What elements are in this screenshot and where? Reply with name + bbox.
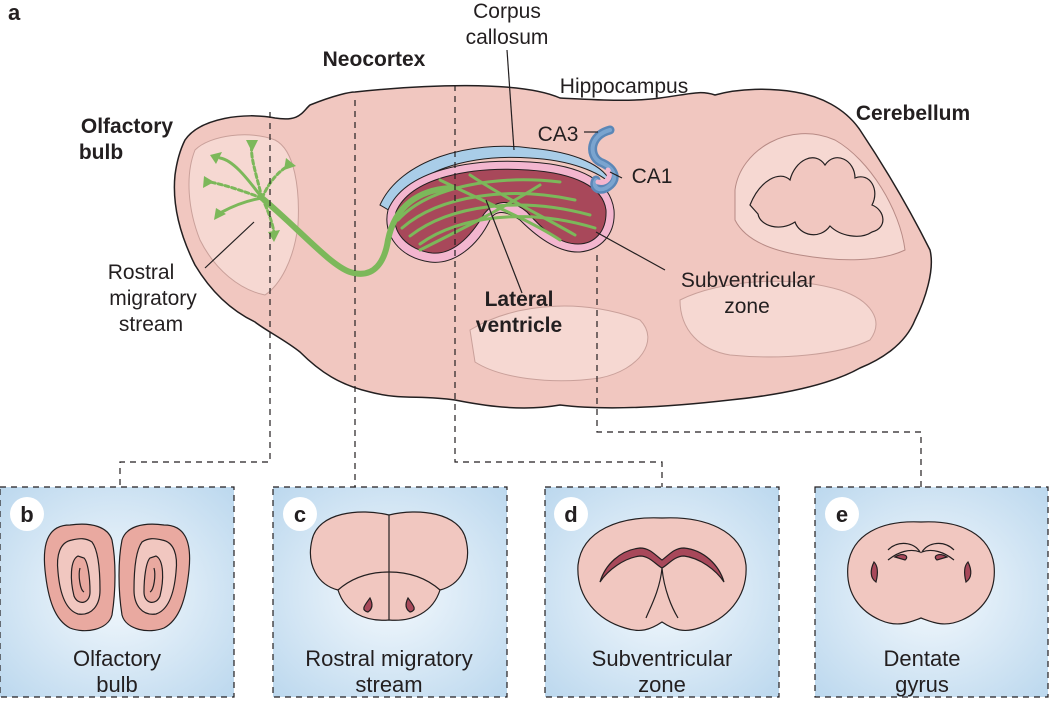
label-cerebellum: Cerebellum [856, 102, 970, 125]
panel-a-letter: a [8, 0, 21, 25]
panel-c-caption-2: stream [355, 672, 422, 697]
label-rms-2: migratory [109, 287, 197, 310]
label-neocortex: Neocortex [323, 48, 426, 71]
label-hippocampus: Hippocampus [560, 75, 688, 98]
panel-d-letter: d [564, 502, 577, 527]
panel-e: e Dentate gyrus [814, 486, 1049, 698]
label-ca1: CA1 [632, 165, 673, 188]
panel-d-caption-2: zone [638, 672, 686, 697]
panel-e-caption-1: Dentate [883, 646, 960, 671]
panel-c: c Rostral migratory stream [272, 486, 508, 698]
panel-e-letter: e [836, 502, 848, 527]
label-olfactory-bulb-2: bulb [79, 141, 123, 164]
brainstem-region [679, 280, 877, 358]
panel-e-badge [825, 497, 859, 531]
label-svz-1: Subventricular [681, 269, 815, 292]
label-olfactory-bulb-1: Olfactory [81, 115, 174, 138]
panel-b-letter: b [20, 502, 33, 527]
panel-d-caption-1: Subventricular [592, 646, 733, 671]
panel-d: d Subventricular zone [544, 486, 780, 698]
panel-c-letter: c [294, 502, 306, 527]
dentate-gyrus-section [847, 521, 995, 625]
panel-c-caption-1: Rostral migratory [305, 646, 472, 671]
panel-d-badge [554, 497, 588, 531]
label-svz-2: zone [724, 295, 770, 318]
panel-c-badge [283, 497, 317, 531]
panel-e-caption-2: gyrus [895, 672, 949, 697]
panel-a: a [8, 0, 970, 487]
label-lateral-ventricle-2: ventricle [476, 314, 562, 337]
label-lateral-ventricle-1: Lateral [485, 288, 554, 311]
svz-section [577, 517, 747, 632]
rms-arrowheads [203, 140, 296, 242]
olfactory-region [188, 134, 299, 296]
panel-b-caption-2: bulb [96, 672, 138, 697]
panel-b-caption-1: Olfactory [73, 646, 161, 671]
label-rms-3: stream [119, 313, 183, 336]
cerebellum-folia [749, 157, 884, 237]
hippocampus-shape-lower [595, 167, 612, 185]
label-ca3: CA3 [538, 123, 579, 146]
label-corpus-callosum-2: callosum [466, 26, 549, 49]
leader-lines [204, 49, 666, 294]
dashed-connectors [119, 85, 922, 487]
panel-b: b Olfactory bulb [0, 486, 235, 698]
olfactory-bulb-section [43, 523, 191, 632]
label-corpus-callosum-1: Corpus [473, 0, 541, 23]
thalamus-region [469, 305, 649, 382]
rms-section [309, 511, 469, 621]
panel-b-badge [10, 497, 44, 531]
label-rms-1: Rostral [108, 261, 175, 284]
